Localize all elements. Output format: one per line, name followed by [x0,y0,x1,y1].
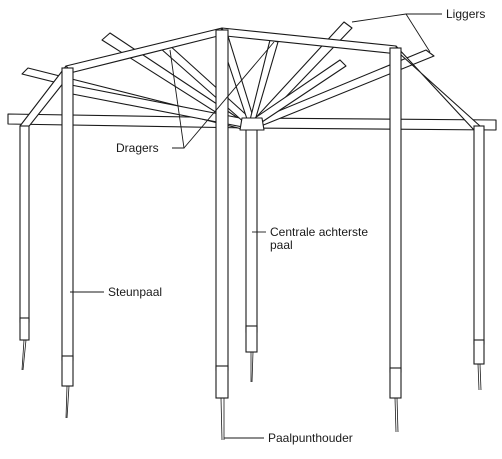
ligger-outer-right [251,49,435,129]
leader-dragers-2 [183,41,275,149]
post-front-centre-spike [220,397,223,441]
leader-liggers-1 [351,13,442,23]
label-centrale-line1: Centrale achterste [270,225,368,239]
leader-liggers-2 [405,13,431,53]
drager-back [221,27,399,55]
label-paalpunthouder: Paalpunthouder [268,431,353,445]
labels-group: Liggers Dragers Centrale achterste paal … [108,7,485,445]
post-front-right-spike [394,397,397,433]
label-centrale-line2: paal [270,238,293,252]
label-dragers: Dragers [116,141,159,155]
post-central-rear [245,123,258,333]
post-central-rear-holder [245,325,258,353]
label-steunpaal: Steunpaal [108,285,162,299]
post-far-left-spike [21,339,25,371]
post-far-right-spike [477,363,480,391]
post-far-right-holder [473,339,485,365]
post-far-left-spike-2 [22,339,27,371]
post-far-left-holder [19,317,30,341]
post-front-centre-holder [215,365,229,399]
post-front-left-spike [65,385,68,419]
post-front-left-holder [61,355,74,387]
central-hub [239,117,265,131]
post-far-right-spike-2 [479,363,482,391]
post-front-right-spike-2 [396,397,399,433]
post-front-right [389,47,402,373]
rafters-group [61,35,347,129]
leaders-group [70,13,442,439]
post-front-left-spike-2 [66,385,70,419]
post-front-right-holder [389,367,402,399]
post-far-right [473,125,485,345]
post-far-left [19,125,30,323]
post-front-left [61,67,74,361]
post-central-rear-spike-2 [251,351,254,383]
posts-group [19,29,485,441]
ligger-right [249,117,497,131]
post-front-centre [215,29,229,371]
label-liggers: Liggers [446,7,485,21]
